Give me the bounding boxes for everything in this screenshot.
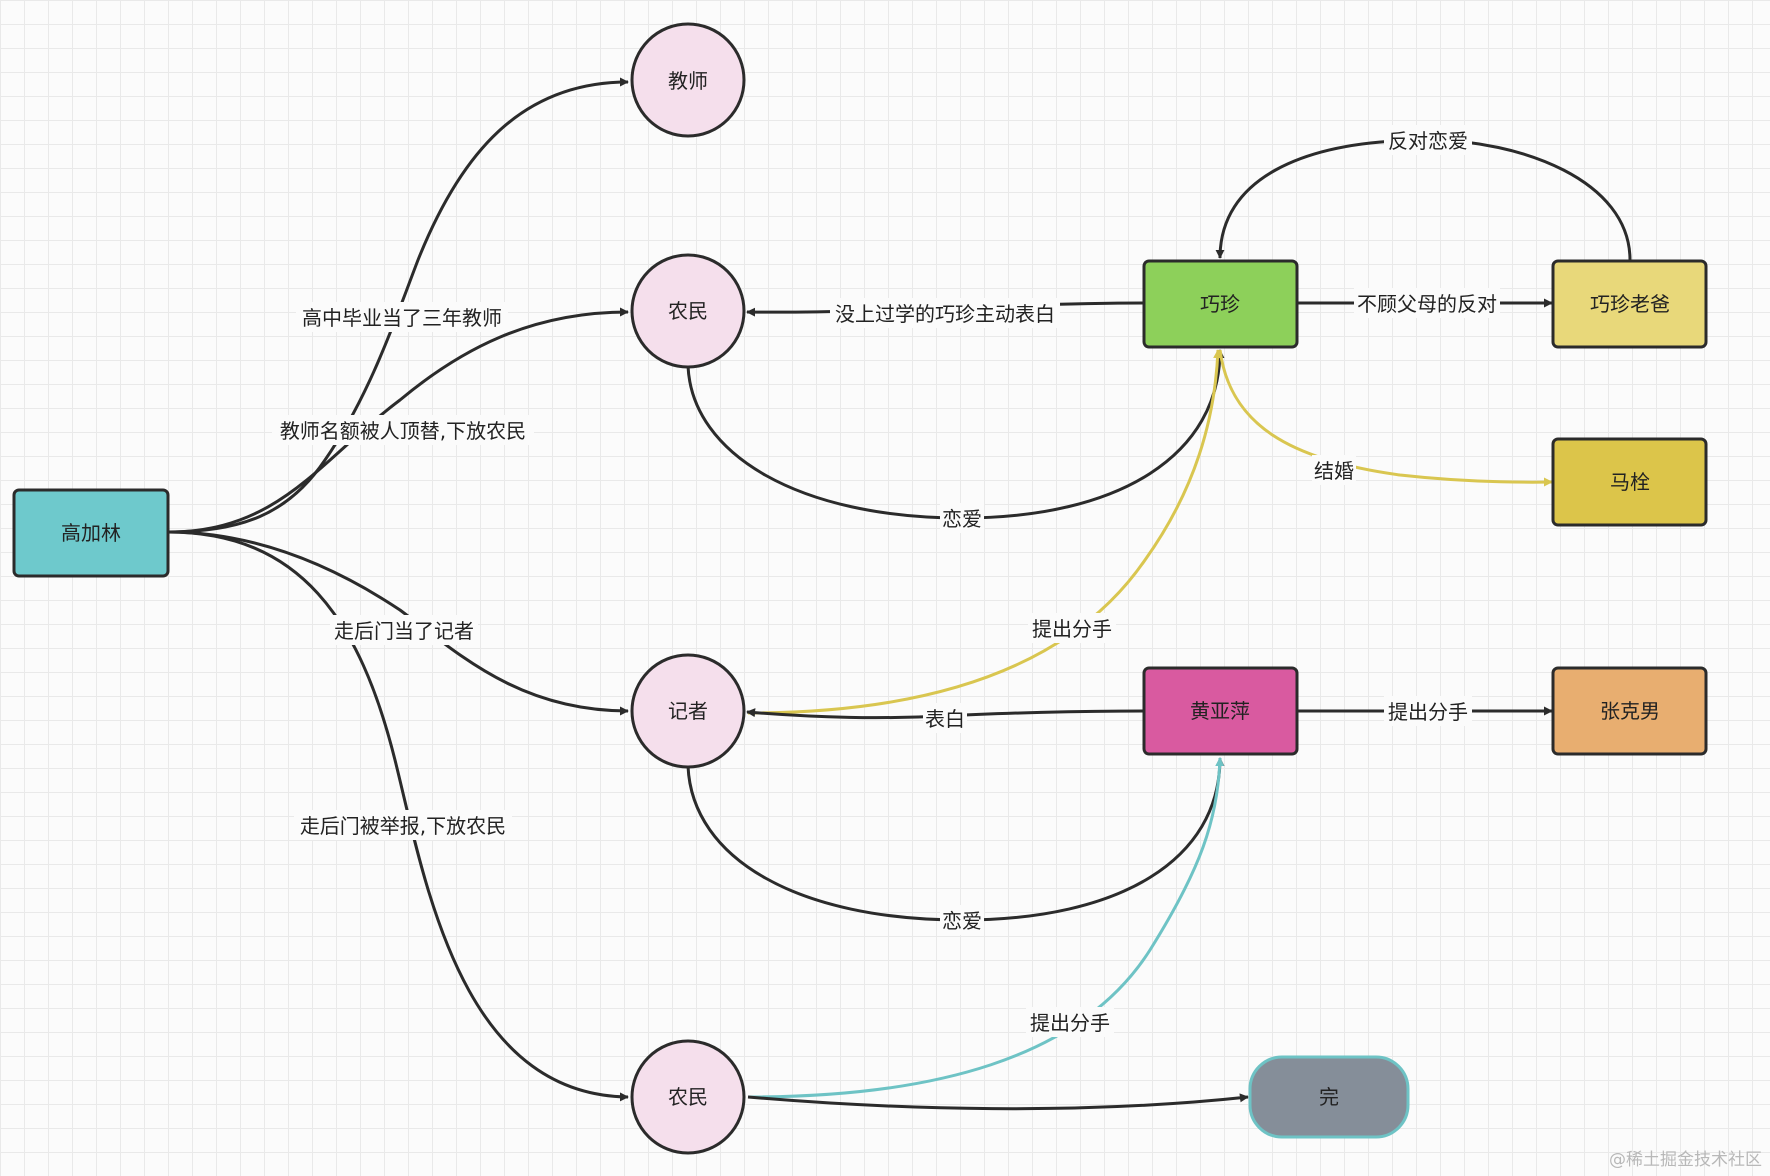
label-bg — [1384, 125, 1472, 155]
edge-label-confess-hyp: 表白 — [925, 707, 965, 731]
label-confess-hyp: 表白 — [923, 703, 967, 733]
node-shape — [1551, 259, 1708, 349]
label-love1: 恋爱 — [940, 503, 984, 533]
edge-label-breakup-zkn: 提出分手 — [1388, 700, 1468, 724]
edge-love-1[interactable] — [686, 349, 1225, 520]
edge-label-breakup-qiaozhen: 提出分手 — [1032, 617, 1112, 641]
edge-oppose-love[interactable] — [1215, 138, 1632, 261]
watermark: @稀土掘金技术社区 — [1609, 1150, 1762, 1170]
label-against: 不顾父母的反对 — [1354, 288, 1500, 318]
label-replaced: 教师名额被人顶替,下放农民 — [272, 415, 534, 445]
node-label: 黄亚萍 — [1190, 699, 1250, 723]
label-bg — [940, 503, 984, 533]
edge-label-marry: 结婚 — [1314, 459, 1354, 483]
edge-label-against-parents: 不顾父母的反对 — [1357, 292, 1497, 316]
edge-to-farmer-2[interactable] — [167, 530, 629, 1102]
label-reported: 走后门被举报,下放农民 — [294, 810, 512, 840]
node-label: 巧珍老爸 — [1590, 292, 1670, 316]
node-mashuan[interactable]: 马栓 — [1551, 437, 1708, 527]
node-label: 农民 — [668, 1085, 708, 1109]
node-label: 完 — [1319, 1085, 1339, 1109]
node-farmer-2[interactable]: 农民 — [630, 1039, 746, 1155]
node-shape — [1551, 437, 1708, 527]
node-teacher[interactable]: 教师 — [630, 22, 746, 138]
label-bg — [294, 810, 512, 840]
edge-breakup-qiaozhen[interactable] — [747, 349, 1223, 715]
node-label: 马栓 — [1610, 470, 1650, 494]
label-bg — [1312, 455, 1356, 485]
node-shape — [630, 22, 746, 138]
label-bg — [940, 905, 984, 935]
node-label: 巧珍 — [1200, 292, 1240, 316]
edge-label-confess-qiaozhen: 没上过学的巧珍主动表白 — [835, 302, 1055, 326]
edge-to-reporter[interactable] — [167, 530, 629, 716]
node-shape — [630, 1039, 746, 1155]
node-qiaozhen[interactable]: 巧珍 — [1142, 259, 1299, 349]
node-huangyaping[interactable]: 黄亚萍 — [1142, 666, 1299, 756]
edge-to-farmer-1[interactable] — [167, 307, 629, 534]
edge-label-teacher: 高中毕业当了三年教师 — [302, 306, 502, 330]
edge-love-2[interactable] — [686, 757, 1225, 922]
node-shape — [630, 653, 746, 769]
label-breakup-zkn: 提出分手 — [1384, 696, 1472, 726]
edge-to-end[interactable] — [747, 1093, 1249, 1111]
label-confess-qz: 没上过学的巧珍主动表白 — [830, 298, 1060, 328]
label-breakup-hyp: 提出分手 — [1026, 1007, 1114, 1037]
edge-labels: 高中毕业当了三年教师 教师名额被人顶替,下放农民 走后门当了记者 走后门被举报,… — [272, 125, 1500, 1037]
node-label: 张克男 — [1600, 699, 1660, 723]
label-bg — [1384, 696, 1472, 726]
label-bg — [923, 703, 967, 733]
label-teacher: 高中毕业当了三年教师 — [296, 302, 508, 332]
node-shape — [1551, 666, 1708, 756]
edge-label-breakup-hyp: 提出分手 — [1030, 1011, 1110, 1035]
edge-label-love-2: 恋爱 — [942, 909, 982, 933]
node-label: 高加林 — [61, 521, 121, 545]
node-end[interactable]: 完 — [1248, 1055, 1410, 1139]
node-farmer-1[interactable]: 农民 — [630, 253, 746, 369]
label-breakup-qz: 提出分手 — [1028, 613, 1116, 643]
node-shape — [1248, 1055, 1410, 1139]
edge-label-love-1: 恋爱 — [942, 507, 982, 531]
node-qiaozhen-dad[interactable]: 巧珍老爸 — [1551, 259, 1708, 349]
label-marry: 结婚 — [1312, 455, 1356, 485]
label-bg — [330, 615, 478, 645]
node-label: 教师 — [668, 69, 708, 93]
node-gaojialin[interactable]: 高加林 — [12, 488, 170, 578]
nodes: 高加林 教师 农民 记者 农民 巧珍 巧珍老爸 — [12, 22, 1708, 1155]
node-shape — [630, 253, 746, 369]
edge-label-reported: 走后门被举报,下放农民 — [300, 814, 506, 838]
edge-label-replaced: 教师名额被人顶替,下放农民 — [280, 419, 526, 443]
label-bg — [296, 302, 508, 332]
edge-breakup-hyp[interactable] — [747, 757, 1225, 1099]
label-oppose: 反对恋爱 — [1384, 125, 1472, 155]
node-label: 农民 — [668, 299, 708, 323]
node-shape — [1142, 259, 1299, 349]
edge-label-oppose-love: 反对恋爱 — [1388, 129, 1468, 153]
edge-label-reporter: 走后门当了记者 — [334, 619, 474, 643]
edges — [167, 77, 1632, 1111]
label-love2: 恋爱 — [940, 905, 984, 935]
node-label: 记者 — [668, 699, 708, 723]
node-shape — [1142, 666, 1299, 756]
label-bg — [1354, 288, 1500, 318]
edge-marry[interactable] — [1218, 349, 1553, 487]
label-bg — [272, 415, 534, 445]
label-bg — [1028, 613, 1116, 643]
label-bg — [830, 298, 1060, 328]
label-bg — [1026, 1007, 1114, 1037]
node-zhangkenan[interactable]: 张克男 — [1551, 666, 1708, 756]
node-shape — [12, 488, 170, 578]
label-reporter: 走后门当了记者 — [330, 615, 478, 645]
node-reporter[interactable]: 记者 — [630, 653, 746, 769]
